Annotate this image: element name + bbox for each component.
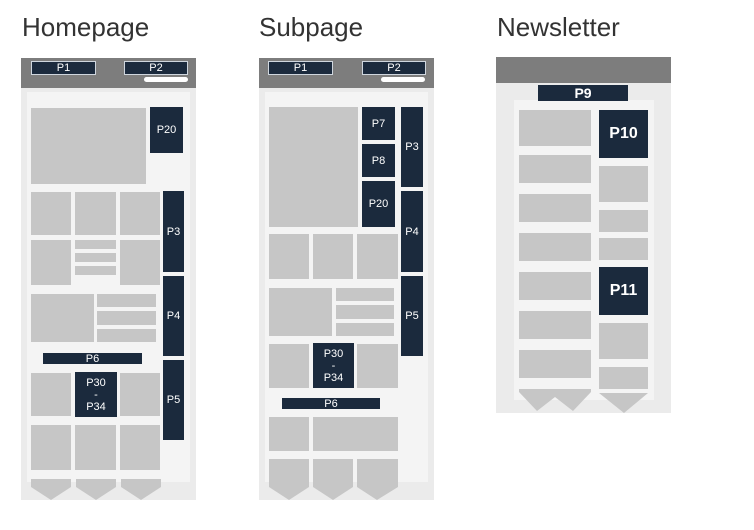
subpage-p20-block: P20: [362, 181, 395, 227]
homepage-range-dash: -: [94, 388, 98, 401]
homepage-p34-label: P34: [86, 400, 106, 413]
homepage-tile: [75, 425, 116, 470]
subpage-p34-label: P34: [323, 371, 344, 384]
subpage-p30-label: P30: [323, 347, 344, 360]
newsletter-article-row: [519, 272, 591, 300]
homepage-text-line: [75, 240, 116, 249]
subpage-title: Subpage: [259, 12, 364, 42]
newsletter-article-row: [519, 155, 591, 183]
newsletter-side-row: [599, 323, 648, 359]
newsletter-article-row: [519, 233, 591, 261]
homepage-tile: [120, 373, 160, 416]
newsletter-article-row: [519, 350, 591, 378]
newsletter-side-row: [599, 210, 648, 232]
subpage-tile: [269, 234, 309, 279]
newsletter-header: [496, 57, 671, 83]
homepage-tile: [120, 192, 160, 235]
newsletter-side-row: [599, 166, 648, 202]
subpage-p7-block: P7: [362, 107, 395, 140]
homepage-p20-block: P20: [150, 107, 183, 153]
homepage-tile: [120, 240, 160, 285]
subpage-scroll-indicator: [269, 459, 398, 500]
homepage-p30-p34-block: P30 - P34: [75, 372, 117, 417]
subpage-text-line: [336, 323, 394, 336]
subpage-hero-image: [269, 107, 358, 227]
newsletter-title: Newsletter: [497, 12, 620, 42]
homepage-p6-block: P6: [43, 353, 142, 365]
newsletter-side-row: [599, 367, 648, 389]
newsletter-scroll-indicator: [519, 389, 648, 413]
homepage-text-line: [75, 253, 116, 262]
homepage-p4-block: P4: [163, 276, 184, 356]
subpage-search-bar: [381, 77, 425, 82]
subpage-p30-p34-block: P30 - P34: [313, 343, 354, 388]
subpage-p6-block: P6: [282, 398, 380, 410]
subpage-tile: [313, 234, 353, 279]
newsletter-p11-block: P11: [599, 267, 648, 315]
subpage-p2-block: P2: [362, 61, 426, 75]
subpage-tile: [269, 344, 309, 388]
homepage-tile: [31, 294, 94, 342]
homepage-hero-image: [31, 108, 146, 184]
homepage-tile: [31, 425, 71, 470]
homepage-scroll-indicator: [31, 479, 161, 500]
homepage-text-line: [97, 311, 156, 325]
homepage-p5-block: P5: [163, 360, 184, 440]
subpage-tile: [357, 234, 398, 279]
subpage-text-line: [336, 305, 394, 319]
newsletter-p10-block: P10: [599, 110, 648, 158]
subpage-p5-block: P5: [401, 276, 423, 356]
homepage-title: Homepage: [22, 12, 150, 42]
homepage-text-line: [97, 329, 156, 342]
subpage-tile: [269, 417, 309, 451]
homepage-text-line: [97, 294, 156, 307]
homepage-p3-block: P3: [163, 191, 184, 272]
homepage-p2-block: P2: [124, 61, 188, 75]
homepage-tile: [75, 192, 116, 235]
homepage-tile: [31, 240, 71, 285]
homepage-tile: [120, 425, 160, 470]
subpage-text-line: [336, 288, 394, 301]
subpage-range-dash: -: [331, 359, 336, 372]
subpage-tile: [313, 417, 398, 451]
subpage-p3-block: P3: [401, 107, 423, 187]
homepage-text-line: [75, 266, 116, 275]
subpage-p8-block: P8: [362, 144, 395, 177]
homepage-tile: [31, 373, 71, 416]
subpage-tile: [269, 288, 332, 336]
homepage-search-bar: [144, 77, 188, 82]
newsletter-article-row: [519, 194, 591, 222]
newsletter-article-row: [519, 110, 591, 146]
newsletter-side-row: [599, 238, 648, 260]
newsletter-p9-block: P9: [538, 85, 628, 101]
homepage-p30-label: P30: [86, 376, 106, 389]
homepage-p1-block: P1: [31, 61, 96, 75]
subpage-tile: [357, 344, 398, 388]
homepage-tile: [31, 192, 71, 235]
subpage-p1-block: P1: [268, 61, 333, 75]
subpage-p4-block: P4: [401, 191, 423, 272]
newsletter-article-row: [519, 311, 591, 339]
